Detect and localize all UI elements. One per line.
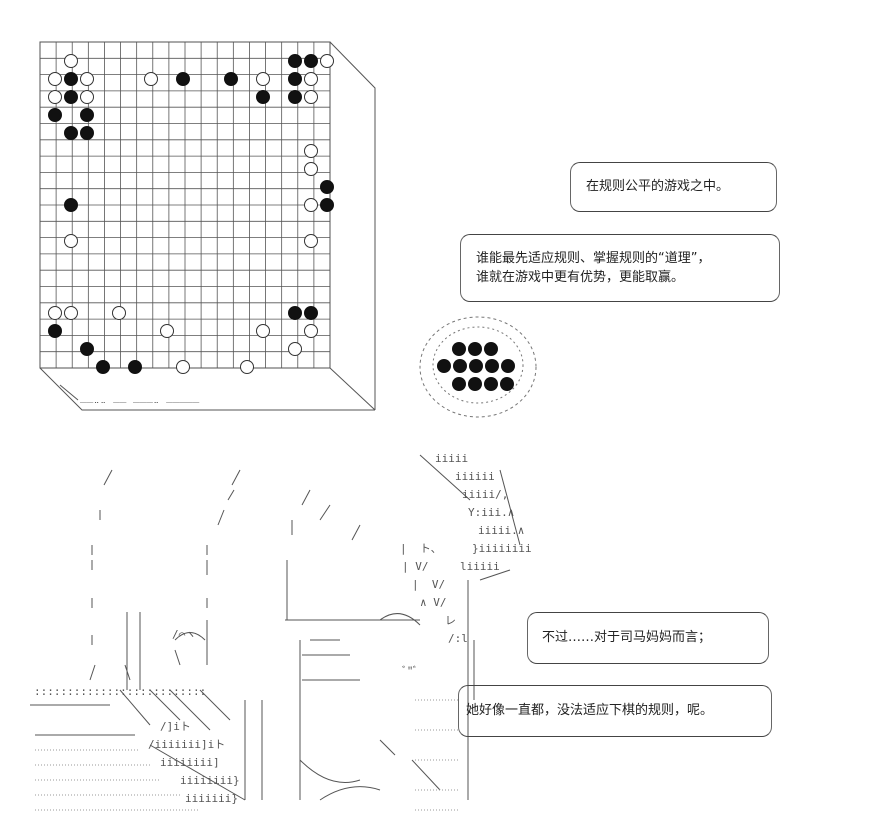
white-stone [64,306,78,320]
black-stone [80,342,94,356]
bubble-2-text-line2: 谁就在游戏中更有优势，更能取赢。 [476,270,685,285]
black-stone [320,198,334,212]
hair-strand-text: iiiii.∧ [478,524,525,537]
body-text: iiiiiii} [185,792,238,805]
body-text: /]iト [160,720,191,733]
black-stone [128,360,142,374]
hair-strand-text: Y:iii.∧ [468,506,515,519]
white-stone [304,234,318,248]
black-stone [80,108,94,122]
face-text: /:l [448,632,468,645]
body-text: /⌒ヽ [172,628,197,641]
bubble-4-text: 她好像一直都，没法适应下棋的规则，呢。 [466,703,714,718]
speech-bubble-3 [527,612,769,664]
white-stone [160,324,174,338]
speech-bubble-1 [570,162,777,212]
bowl-stone [501,359,515,373]
black-stone [288,90,302,104]
hair-strand-text: iiiii/, [462,488,509,501]
bowl-stone [468,377,482,391]
white-stone [176,360,190,374]
black-stone [48,108,62,122]
face-text: ∧ V/ [420,596,447,609]
face-text: | V/ [412,578,446,591]
mouth-text: ﾞ"ﾞ [402,665,419,678]
white-stone [240,360,254,374]
white-stone [304,198,318,212]
hair-strand-text: liiiii [460,560,500,573]
hair-strand-text: iiiiii [455,470,495,483]
white-stone [256,324,270,338]
black-stone [64,198,78,212]
speech-bubble-2 [460,234,780,302]
stone-bowl [419,316,537,418]
bowl-stone [452,377,466,391]
bowl-stone [484,342,498,356]
black-stone [288,72,302,86]
hair-strand-text: iiiii [435,452,469,465]
black-stone [176,72,190,86]
board-stones [48,54,334,374]
black-stone [288,54,302,68]
black-stone [80,126,94,140]
white-stone [144,72,158,86]
body-text: /iiiiiii]iト [148,738,226,751]
white-stone [48,90,62,104]
black-stone [48,324,62,338]
hatch-text: :::::::::::::::::::::::::: [34,685,207,698]
hair-strand-text: }iiiiiiii [472,542,532,555]
bowl-stone [484,377,498,391]
board-base-text: ‾‾¨¨ ‾‾ ‾‾‾¨ ‾‾‾‾‾ [80,400,200,413]
bubble-1-text: 在规则公平的游戏之中。 [586,179,730,194]
speech-bubble-4 [458,685,772,737]
white-stone [256,72,270,86]
white-stone [288,342,302,356]
white-stone [320,54,334,68]
bowl-stone [485,359,499,373]
white-stone [304,90,318,104]
white-stone [80,72,94,86]
face-text: | V/ [402,560,429,573]
white-stone [48,72,62,86]
body-text: iiiiiiii] [160,756,220,769]
black-stone [304,306,318,320]
bubble-2-text-line1: 谁能最先适应规则、掌握规则的“道理”， [476,251,711,266]
black-stone [288,306,302,320]
white-stone [112,306,126,320]
bowl-stone [452,342,466,356]
black-stone [224,72,238,86]
white-stone [304,72,318,86]
bowl-black-stones [437,342,515,391]
bowl-stone [468,342,482,356]
black-stone [320,180,334,194]
bowl-stone [437,359,451,373]
white-stone [304,324,318,338]
white-stone [304,144,318,158]
black-stone [256,90,270,104]
face-text: | ト、 [400,542,442,555]
white-stone [64,234,78,248]
bowl-stone [453,359,467,373]
black-stone [64,90,78,104]
black-stone [64,126,78,140]
black-stone [64,72,78,86]
black-stone [304,54,318,68]
board-side [39,41,376,411]
face-text: レ [445,614,456,627]
black-stone [96,360,110,374]
white-stone [304,162,318,176]
white-stone [80,90,94,104]
body-text: iiiiiiii} [180,774,240,787]
bubble-3-text: 不过……对于司马妈妈而言； [542,630,712,645]
bowl-stone [469,359,483,373]
bowl-stone [500,377,514,391]
white-stone [48,306,62,320]
white-stone [64,54,78,68]
